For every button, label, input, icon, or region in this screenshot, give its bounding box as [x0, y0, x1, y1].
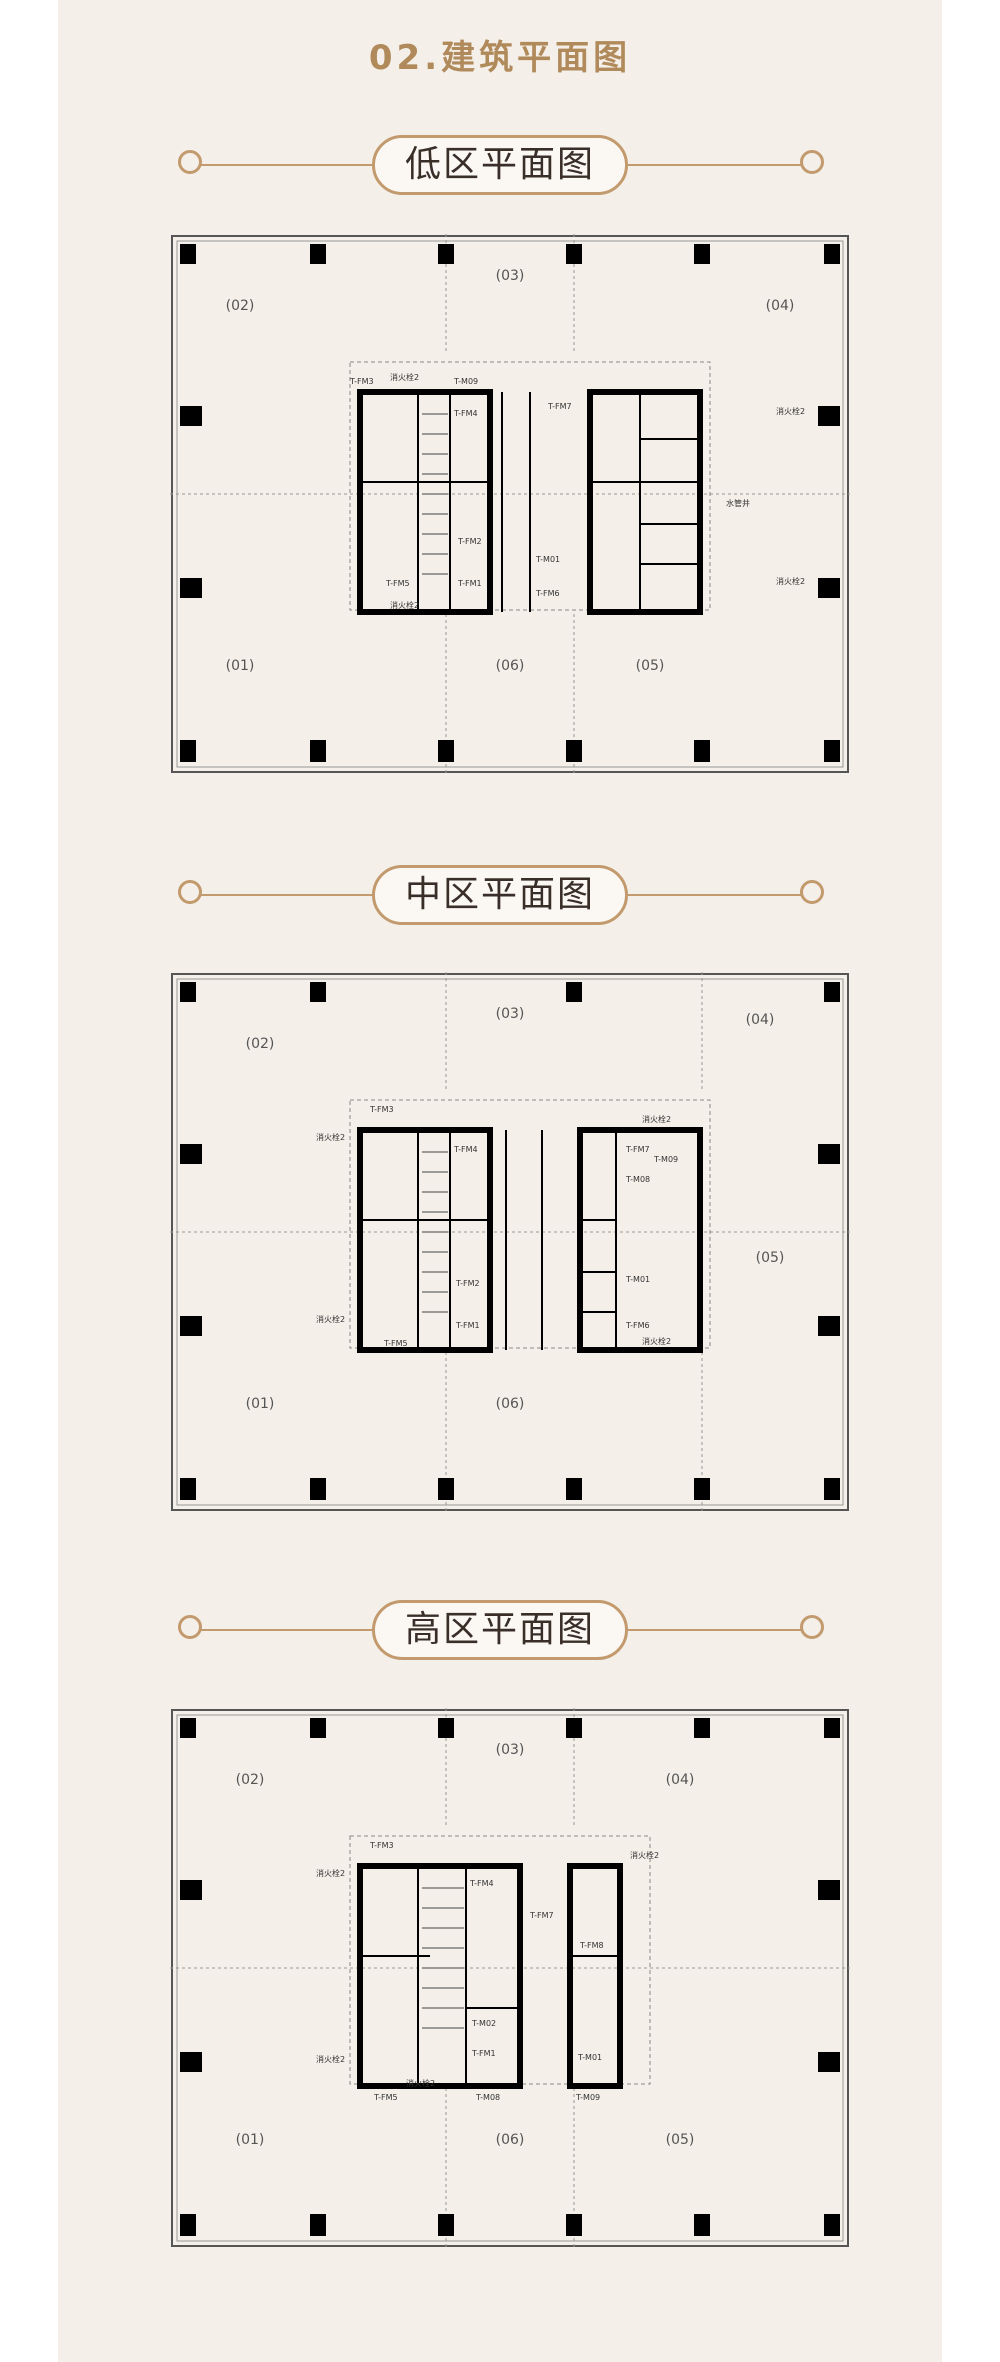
door-tag: T-FM7: [547, 402, 572, 411]
door-tag: T-FM5: [373, 2093, 398, 2102]
door-tag: T-FM3: [369, 1841, 394, 1850]
door-tag: T-FM2: [455, 1279, 480, 1288]
header-dot-right: [800, 150, 824, 174]
unit-label: (01): [226, 658, 255, 674]
floor-plan-low: (01) (02) (03) (04) (05) (06) T-FM3 T-M0…: [170, 234, 850, 774]
hydrant-label: 消火栓2: [642, 1336, 671, 1346]
hydrant-label: 消火栓2: [406, 2078, 435, 2088]
header-dot-left: [178, 880, 202, 904]
zone-header-mid: 中区平面图: [0, 865, 1000, 925]
unit-label: (02): [236, 1772, 265, 1788]
door-tag: T-M08: [475, 2093, 500, 2102]
header-dot-right: [800, 880, 824, 904]
door-tag: T-FM6: [625, 1321, 650, 1330]
zone-header-low: 低区平面图: [0, 135, 1000, 195]
floor-plan-drawing: (01) (02) (03) (04) (05) (06) T-FM3 T-FM…: [170, 1708, 850, 2248]
floor-plan-mid: (01) (02) (03) (04) (05) (06) T-FM3 T-FM…: [170, 972, 850, 1512]
unit-label: (01): [236, 2132, 265, 2148]
unit-label: (06): [496, 1396, 525, 1412]
door-tag: T-M02: [471, 2019, 496, 2028]
door-tag: T-FM7: [625, 1145, 650, 1154]
door-tag: T-FM4: [453, 1145, 478, 1154]
unit-label: (01): [246, 1396, 275, 1412]
door-tag: T-M09: [575, 2093, 600, 2102]
header-line-left: [196, 164, 372, 166]
door-tag: T-M01: [535, 555, 560, 564]
unit-label: (05): [666, 2132, 695, 2148]
header-dot-left: [178, 1615, 202, 1639]
hydrant-label: 消火栓2: [316, 2054, 345, 2064]
unit-label: (04): [746, 1012, 775, 1028]
unit-label: (04): [666, 1772, 695, 1788]
door-tag: T-M01: [577, 2053, 602, 2062]
shaft-label: 水管井: [726, 498, 750, 508]
door-tag: T-FM4: [453, 409, 478, 418]
header-dot-right: [800, 1615, 824, 1639]
floor-plan-high: (01) (02) (03) (04) (05) (06) T-FM3 T-FM…: [170, 1708, 850, 2248]
floor-plan-drawing: (01) (02) (03) (04) (05) (06) T-FM3 T-FM…: [170, 972, 850, 1512]
hydrant-label: 消火栓2: [316, 1314, 345, 1324]
door-tag: T-FM3: [349, 377, 374, 386]
header-dot-left: [178, 150, 202, 174]
hydrant-label: 消火栓2: [776, 576, 805, 586]
unit-label: (03): [496, 1006, 525, 1022]
door-tag: T-FM5: [383, 1339, 408, 1348]
zone-title: 低区平面图: [372, 135, 628, 195]
hydrant-label: 消火栓2: [316, 1132, 345, 1142]
door-tag: T-M08: [625, 1175, 650, 1184]
unit-label: (04): [766, 298, 795, 314]
door-tag: T-FM1: [455, 1321, 480, 1330]
header-line-right: [628, 1629, 804, 1631]
door-tag: T-M01: [625, 1275, 650, 1284]
door-tag: T-FM3: [369, 1105, 394, 1114]
hydrant-label: 消火栓2: [390, 600, 419, 610]
hydrant-label: 消火栓2: [776, 406, 805, 416]
floor-plan-drawing: (01) (02) (03) (04) (05) (06) T-FM3 T-M0…: [170, 234, 850, 774]
unit-label: (05): [636, 658, 665, 674]
unit-label: (03): [496, 268, 525, 284]
header-line-left: [196, 894, 372, 896]
door-tag: T-M09: [653, 1155, 678, 1164]
door-tag: T-FM1: [457, 579, 482, 588]
header-line-right: [628, 164, 804, 166]
door-tag: T-FM7: [529, 1911, 554, 1920]
hydrant-label: 消火栓2: [316, 1868, 345, 1878]
door-tag: T-FM6: [535, 589, 560, 598]
hydrant-label: 消火栓2: [630, 1850, 659, 1860]
unit-label: (06): [496, 658, 525, 674]
door-tag: T-FM1: [471, 2049, 496, 2058]
zone-title: 高区平面图: [372, 1600, 628, 1660]
unit-label: (03): [496, 1742, 525, 1758]
unit-label: (06): [496, 2132, 525, 2148]
header-line-right: [628, 894, 804, 896]
unit-label: (02): [246, 1036, 275, 1052]
zone-title: 中区平面图: [372, 865, 628, 925]
hydrant-label: 消火栓2: [390, 372, 419, 382]
zone-header-high: 高区平面图: [0, 1600, 1000, 1660]
door-tag: T-FM4: [469, 1879, 494, 1888]
section-title: 02.建筑平面图: [368, 38, 632, 78]
door-tag: T-M09: [453, 377, 478, 386]
door-tag: T-FM2: [457, 537, 482, 546]
hydrant-label: 消火栓2: [642, 1114, 671, 1124]
door-tag: T-FM5: [385, 579, 410, 588]
header-line-left: [196, 1629, 372, 1631]
door-tag: T-FM8: [579, 1941, 604, 1950]
unit-label: (05): [756, 1250, 785, 1266]
unit-label: (02): [226, 298, 255, 314]
